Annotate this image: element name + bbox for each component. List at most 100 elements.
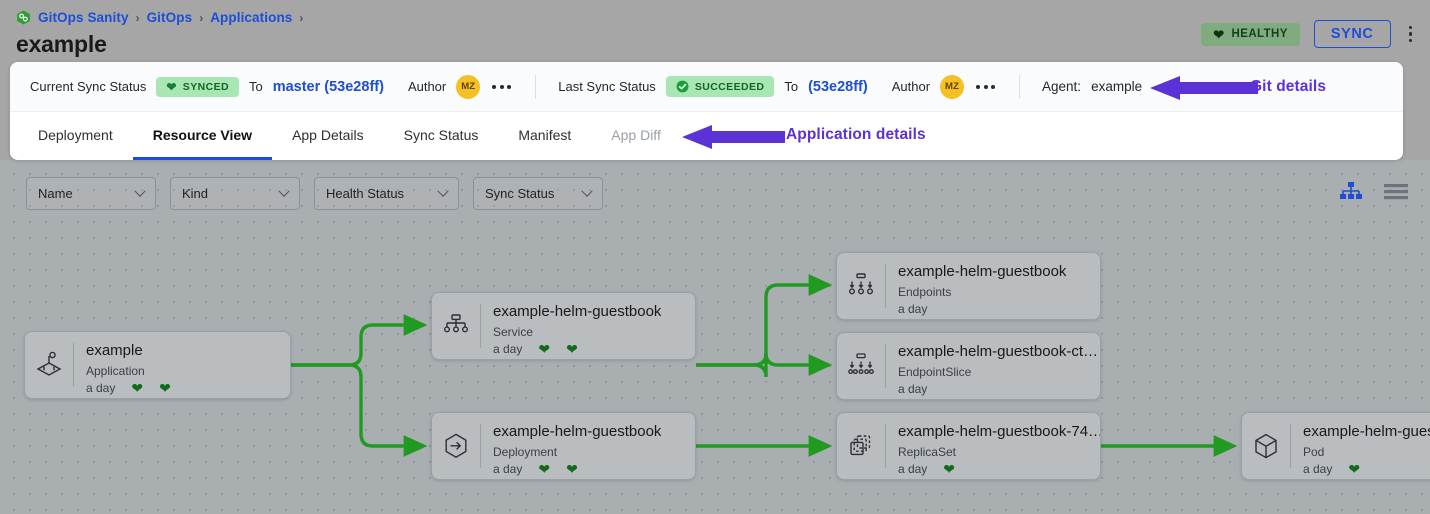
node-age: a day [897,381,928,396]
node-meta: a day [898,302,1066,316]
node-kind: Service [493,324,534,339]
list-view-icon[interactable] [1384,183,1408,201]
annotation-git-details: Git details [1250,78,1327,95]
node-meta: a day❤❤ [493,342,661,356]
last-sync-status-pill-text: SUCCEEDED [694,80,765,93]
node-title: example-helm-guest [1303,423,1430,440]
node-age: a day [493,461,523,476]
filter-health-status[interactable]: Health Status [314,177,459,210]
filter-sync-status[interactable]: Sync Status [473,177,603,210]
graph-canvas[interactable] [0,160,1430,514]
more-dots-icon[interactable] [974,81,997,93]
kebab-menu-icon[interactable] [1405,23,1417,46]
last-revision-link[interactable]: (53e28ff) [808,78,868,95]
tree-view-icon[interactable] [1340,182,1362,202]
node-age: a day [897,461,928,476]
avatar[interactable]: MZ [456,74,481,99]
divider [1290,424,1291,468]
chevron-down-icon [278,185,290,197]
chevron-down-icon [581,185,593,197]
breadcrumb: GitOps Sanity › GitOps › Applications › [16,10,303,25]
heart-icon: ❤ [566,340,578,357]
node-kind: Endpoints [898,284,952,299]
heart-icon: ❤ [566,460,578,477]
current-sync-status-group: Current Sync Status ❤ SYNCED To master (… [18,74,525,99]
node-title: example [86,342,143,359]
chevron-down-icon [437,185,449,197]
divider [480,304,481,348]
page-header: GitOps Sanity › GitOps › Applications › … [0,0,1430,64]
heart-icon: ❤ [538,340,551,357]
current-sync-status-pill-text: SYNCED [182,80,229,93]
current-sync-status-label: Current Sync Status [30,79,147,94]
more-dots-icon[interactable] [490,81,513,93]
heart-icon: ❤ [943,460,956,477]
left-arrow-icon [682,125,785,149]
node-kind: Deployment [493,444,558,459]
gitops-logo-icon [17,10,30,25]
node-age: a day [898,301,928,316]
left-arrow-icon [1150,76,1258,100]
current-revision-link[interactable]: master (53e28ff) [272,78,384,95]
status-badge-health: ❤ HEALTHY [1201,22,1300,46]
node-kind: EndpointSlice [897,364,972,379]
filter-name[interactable]: Name [26,177,156,210]
node-title: example-helm-guestbook-74… [897,423,1100,440]
last-to-label: To [784,79,799,94]
avatar[interactable]: MZ [940,74,965,99]
tab-app-details[interactable]: App Details [292,127,364,143]
replicaset-icon [837,413,885,479]
breadcrumb-separator: › [199,10,204,25]
last-sync-status-pill: SUCCEEDED [665,76,775,97]
last-sync-status-label: Last Sync Status [558,79,656,94]
last-sync-status-group: Last Sync Status SUCCEEDED To (53e28ff) … [546,74,1009,99]
filter-kind[interactable]: Kind [170,177,300,210]
node-title: example-helm-guestbook-ct… [897,343,1099,360]
view-toggle-group [1340,182,1408,202]
heart-icon: ❤ [1213,26,1225,42]
heart-icon: ❤ [131,379,144,396]
breadcrumb-item-applications[interactable]: Applications [210,10,293,25]
node-meta: a day❤ [1303,462,1430,476]
divider [73,343,74,387]
application-info-panel: Current Sync Status ❤ SYNCED To master (… [10,62,1403,160]
node-kind: Application [86,363,145,378]
breadcrumb-item-gitops-sanity[interactable]: GitOps Sanity [38,10,129,25]
heart-icon: ❤ [166,79,177,94]
health-badge-label: HEALTHY [1231,28,1288,40]
pod-icon [1242,413,1290,479]
sync-button[interactable]: SYNC [1313,20,1391,48]
divider [885,264,886,308]
tab-bar: Deployment Resource View App Details Syn… [10,112,1403,160]
heart-icon: ❤ [1348,460,1361,477]
graph-node-endpointslice[interactable]: example-helm-guestbook-ct… EndpointSlice a… [836,332,1101,400]
node-kind: Pod [1303,444,1325,459]
sync-status-bar: Current Sync Status ❤ SYNCED To master (… [10,62,1403,112]
breadcrumb-separator: › [135,10,140,25]
tab-sync-status[interactable]: Sync Status [403,127,479,143]
filter-bar: Name Kind Health Status Sync Status [26,177,603,210]
tab-app-diff[interactable]: App Diff [611,127,661,143]
node-age: a day [86,380,116,395]
endpointslice-icon [837,333,885,399]
check-circle-icon [676,80,689,93]
node-title: example-helm-guestbook [493,303,662,320]
breadcrumb-separator: › [299,10,304,25]
tab-manifest[interactable]: Manifest [518,127,572,143]
annotation-application-details: Application details [786,126,926,143]
current-author-label: Author [407,79,447,94]
node-title: example-helm-guestbook [493,423,662,440]
tab-deployment[interactable]: Deployment [38,127,113,143]
page-title: example [16,31,107,57]
heart-icon: ❤ [538,460,551,477]
tab-resource-view[interactable]: Resource View [132,113,273,160]
application-icon [25,332,73,398]
current-sync-status-pill: ❤ SYNCED [156,76,239,97]
breadcrumb-item-gitops[interactable]: GitOps [146,10,193,25]
